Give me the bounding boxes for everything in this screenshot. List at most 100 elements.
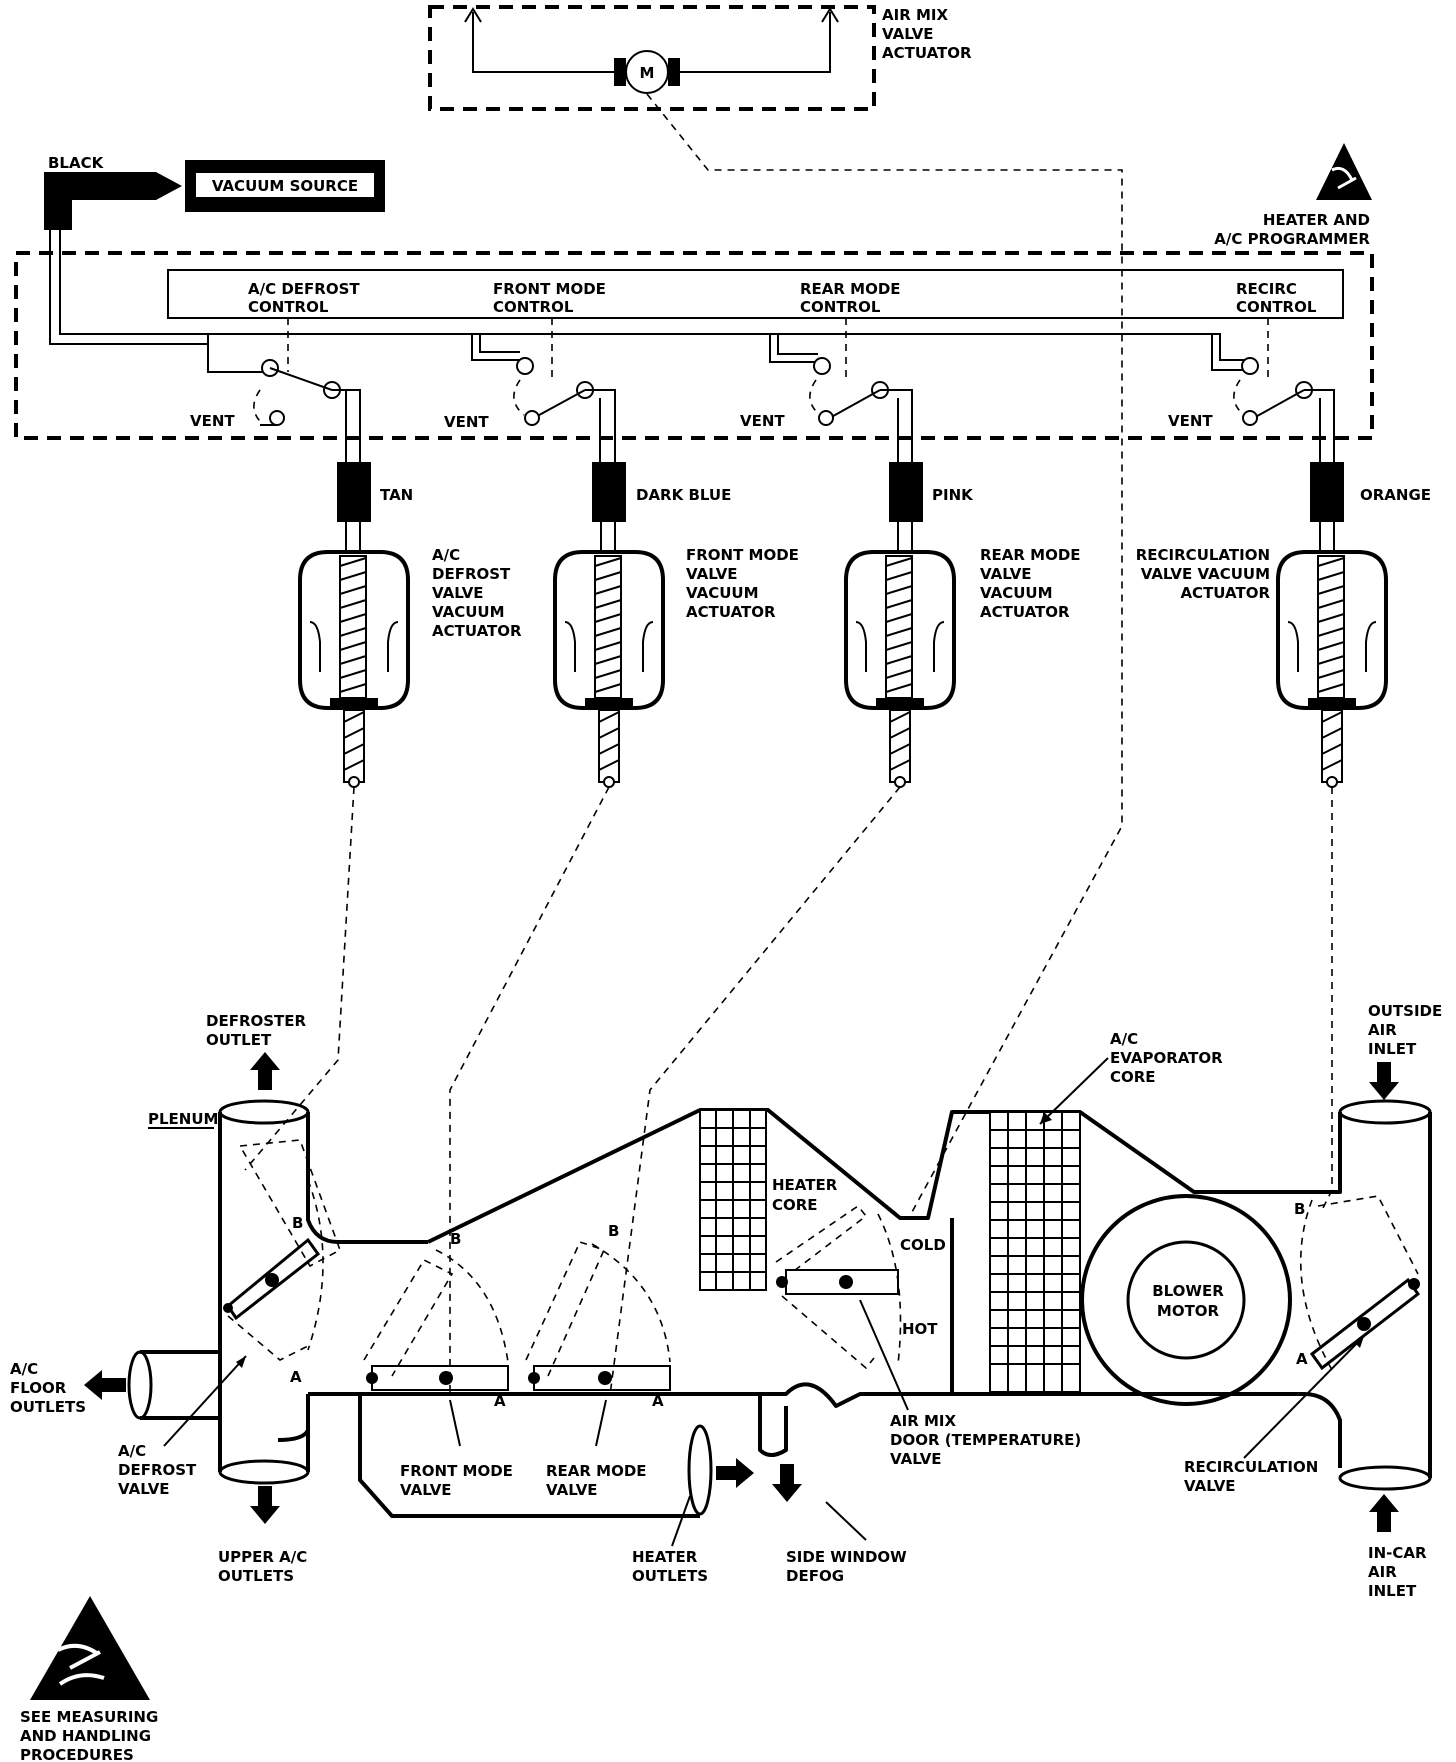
heater-core-label-1: HEATER bbox=[772, 1176, 838, 1194]
recirculation-vacuum-actuator bbox=[1276, 522, 1388, 788]
air-mix-actuator-label-2: VALVE bbox=[882, 25, 934, 43]
rear-mode-valve bbox=[525, 1241, 671, 1391]
heater-core-label-2: CORE bbox=[772, 1196, 818, 1214]
vent-label-1: VENT bbox=[190, 412, 235, 430]
front-pos-b: B bbox=[450, 1230, 461, 1248]
blower-motor-label-1: BLOWER bbox=[1152, 1282, 1224, 1300]
outside-air-inlet-label-3: INLET bbox=[1368, 1040, 1417, 1058]
control-label-recirc-2: CONTROL bbox=[1236, 298, 1317, 316]
heater-core-grid bbox=[699, 1109, 767, 1291]
hose-color-pink: PINK bbox=[932, 486, 974, 504]
heater-outlets-label-2: OUTLETS bbox=[632, 1567, 708, 1585]
defrost-linkage-line bbox=[244, 786, 355, 1171]
hot-label: HOT bbox=[902, 1320, 938, 1338]
upper-outlets-label-2: OUTLETS bbox=[218, 1567, 294, 1585]
esd-icon-top bbox=[1316, 143, 1372, 200]
programmer-label-1: HEATER AND bbox=[1263, 211, 1370, 229]
side-window-defog-arrow bbox=[772, 1464, 802, 1502]
evaporator-core-grid bbox=[989, 1111, 1081, 1393]
in-car-air-inlet-label-3: INLET bbox=[1368, 1582, 1417, 1600]
rear-mode-valve-label-2: VALVE bbox=[546, 1481, 598, 1499]
actuator-label-defrost-1: A/C bbox=[432, 546, 460, 564]
outside-air-inlet-arrow bbox=[1369, 1062, 1399, 1100]
esd-notice-line-3: PROCEDURES bbox=[20, 1746, 134, 1762]
actuator-label-defrost-5: ACTUATOR bbox=[432, 622, 522, 640]
vent-label-4: VENT bbox=[1168, 412, 1213, 430]
outside-air-inlet-label-1: OUTSIDE bbox=[1368, 1002, 1442, 1020]
vent-label-3: VENT bbox=[740, 412, 785, 430]
actuator-label-defrost-3: VALVE bbox=[432, 584, 484, 602]
blower-motor-icon bbox=[1126, 1240, 1246, 1360]
hose-color-dark-blue: DARK BLUE bbox=[636, 486, 731, 504]
recirculation-valve-label-2: VALVE bbox=[1184, 1477, 1236, 1495]
floor-outlets-label-1: A/C bbox=[10, 1360, 38, 1378]
pink-hose-connector bbox=[889, 462, 923, 522]
control-label-recirc-1: RECIRC bbox=[1236, 280, 1297, 298]
defrost-control-switch bbox=[253, 318, 361, 470]
air-mix-door-label-2: DOOR (TEMPERATURE) bbox=[890, 1431, 1081, 1449]
upper-outlets-label-1: UPPER A/C bbox=[218, 1548, 307, 1566]
esd-warning-icon bbox=[30, 1596, 150, 1700]
svg-text:M: M bbox=[640, 64, 655, 82]
vent-label-2: VENT bbox=[444, 413, 489, 431]
defroster-outlet-label-2: OUTLET bbox=[206, 1031, 272, 1049]
outside-air-inlet-label-2: AIR bbox=[1368, 1021, 1397, 1039]
hvac-housing bbox=[127, 1099, 1432, 1518]
control-label-rear-2: CONTROL bbox=[800, 298, 881, 316]
control-label-defrost-2: CONTROL bbox=[248, 298, 329, 316]
rear-mode-control-switch bbox=[809, 318, 913, 470]
air-mix-door-label-3: VALVE bbox=[890, 1450, 942, 1468]
air-mix-linkage-line bbox=[646, 93, 1123, 1213]
air-mix-actuator-label-1: AIR MIX bbox=[882, 6, 948, 24]
esd-notice-line-1: SEE MEASURING bbox=[20, 1708, 158, 1726]
plenum-label: PLENUM bbox=[148, 1110, 218, 1128]
recirculation-valve bbox=[1299, 1195, 1421, 1371]
recirc-pos-a: A bbox=[1296, 1350, 1308, 1368]
front-mode-linkage-line bbox=[449, 786, 610, 1395]
actuator-label-recirc-1: RECIRCULATION bbox=[1136, 546, 1270, 564]
esd-notice-line-2: AND HANDLING bbox=[20, 1727, 151, 1745]
hose-color-orange: ORANGE bbox=[1360, 486, 1431, 504]
defrost-valve-label-2: DEFROST bbox=[118, 1461, 197, 1479]
in-car-air-inlet-label-1: IN-CAR bbox=[1368, 1544, 1427, 1562]
cold-label: COLD bbox=[900, 1236, 946, 1254]
front-mode-valve-label-2: VALVE bbox=[400, 1481, 452, 1499]
actuator-label-rear-1: REAR MODE bbox=[980, 546, 1081, 564]
actuator-label-front-2: VALVE bbox=[686, 565, 738, 583]
programmer-box bbox=[14, 251, 1374, 440]
programmer-control-panel bbox=[167, 269, 1344, 319]
control-label-front-2: CONTROL bbox=[493, 298, 574, 316]
air-mix-valve-actuator: M bbox=[428, 5, 876, 111]
dark-blue-hose-connector bbox=[592, 462, 626, 522]
rear-mode-vacuum-actuator bbox=[844, 522, 956, 788]
air-mix-door bbox=[775, 1204, 902, 1370]
actuator-label-rear-3: VACUUM bbox=[980, 584, 1053, 602]
defrost-valve bbox=[223, 1139, 341, 1361]
programmer-label-2: A/C PROGRAMMER bbox=[1214, 230, 1370, 248]
defrost-valve-label-1: A/C bbox=[118, 1442, 146, 1460]
floor-outlets-arrow bbox=[84, 1370, 126, 1400]
defrost-vacuum-actuator bbox=[298, 522, 410, 788]
recirculation-valve-label-1: RECIRCULATION bbox=[1184, 1458, 1318, 1476]
actuator-label-defrost-4: VACUUM bbox=[432, 603, 505, 621]
tan-hose-connector bbox=[337, 462, 371, 522]
rear-mode-valve-label-1: REAR MODE bbox=[546, 1462, 647, 1480]
defroster-outlet-label-1: DEFROSTER bbox=[206, 1012, 307, 1030]
defrost-pos-a: A bbox=[290, 1368, 302, 1386]
floor-outlets-label-3: OUTLETS bbox=[10, 1398, 86, 1416]
rear-pos-a: A bbox=[652, 1392, 664, 1410]
actuator-label-rear-4: ACTUATOR bbox=[980, 603, 1070, 621]
actuator-label-rear-2: VALVE bbox=[980, 565, 1032, 583]
side-window-defog-label-2: DEFOG bbox=[786, 1567, 844, 1585]
air-mix-actuator-label-3: ACTUATOR bbox=[882, 44, 972, 62]
blower-motor-label-2: MOTOR bbox=[1157, 1302, 1220, 1320]
actuator-label-front-4: ACTUATOR bbox=[686, 603, 776, 621]
front-mode-control-switch bbox=[513, 318, 616, 470]
defrost-pos-b: B bbox=[292, 1214, 303, 1232]
control-label-defrost-1: A/C DEFROST bbox=[248, 280, 360, 298]
control-label-front-1: FRONT MODE bbox=[493, 280, 606, 298]
air-mix-door-label-1: AIR MIX bbox=[890, 1412, 956, 1430]
evaporator-core-label-3: CORE bbox=[1110, 1068, 1156, 1086]
side-window-defog-label-1: SIDE WINDOW bbox=[786, 1548, 907, 1566]
